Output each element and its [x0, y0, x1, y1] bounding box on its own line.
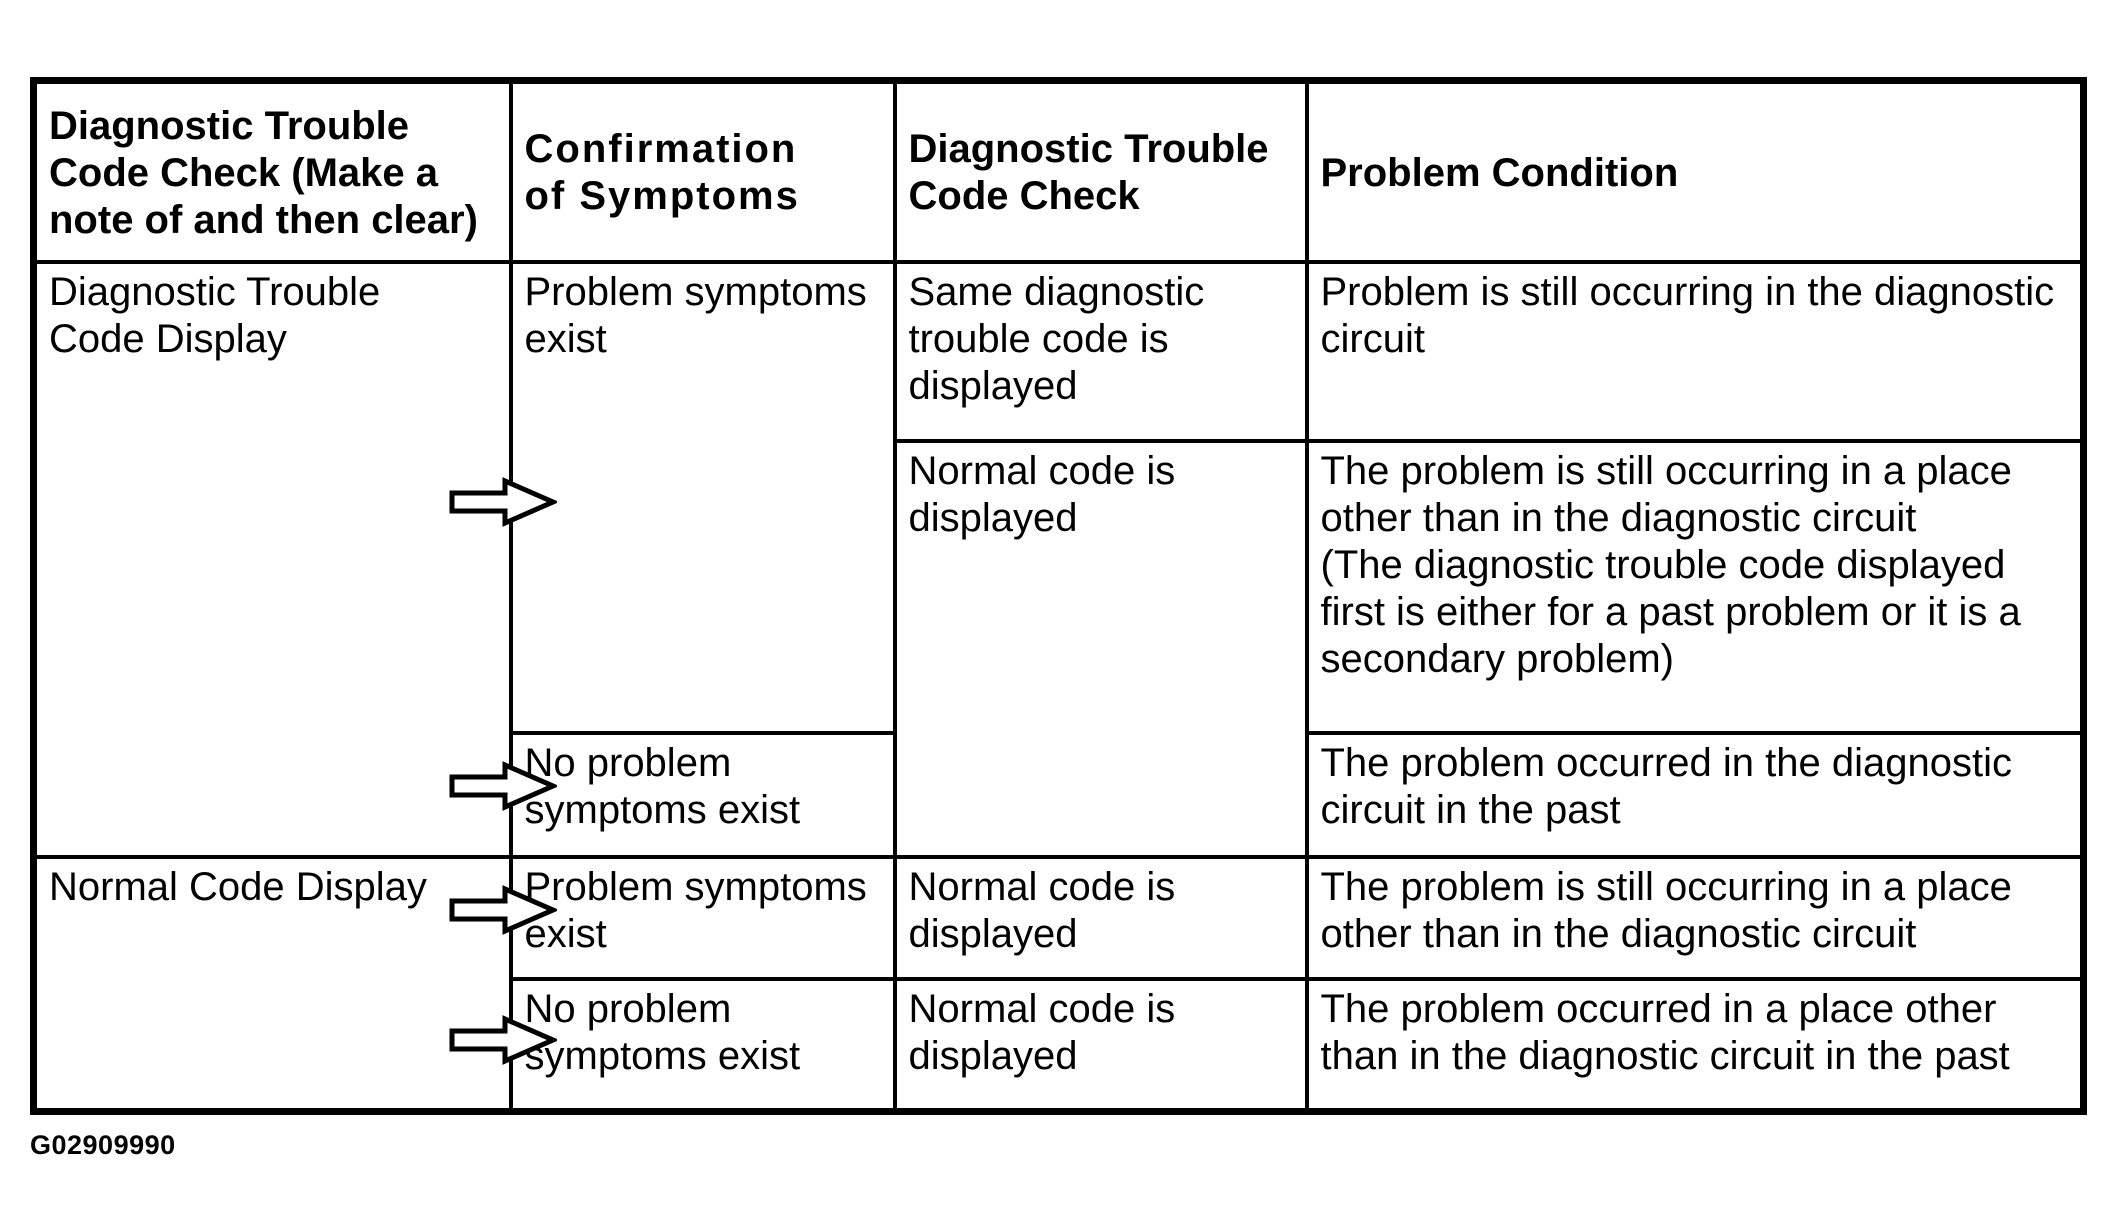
cell-normal-code-displayed: Normal code is displayed: [892, 438, 1309, 859]
header-cell-problem-condition: Problem Condition: [1304, 78, 2086, 264]
header-cell-confirmation-of-symptoms: Confirmation of Symptoms: [508, 78, 897, 264]
cell-no-problem-symptoms: No problem symptoms exist: [508, 730, 897, 859]
cell-normal-code-displayed: Normal code is displayed: [892, 976, 1309, 1114]
cell-problem-symptoms-exist: Problem symptoms exist: [508, 854, 897, 981]
cell-problem-still-occurring: Problem is still occurring in the diagno…: [1304, 259, 2086, 443]
diagnostic-code-table: Diagnostic Trouble Code Check (Make a no…: [30, 77, 2087, 1115]
cell-same-code-displayed: Same diagnostic trouble code is displaye…: [892, 259, 1309, 443]
cell-normal-code-displayed: Normal code is displayed: [892, 854, 1309, 981]
cell-no-problem-symptoms: No problem symptoms exist: [508, 976, 897, 1114]
table-row: Diagnostic Trouble Code Display Problem …: [31, 259, 2086, 859]
table-row: No problem symptoms exist Normal code is…: [34, 976, 2086, 1114]
cell-normal-code-display-group: Normal Code Display: [31, 854, 513, 1114]
cell-problem-other-place: The problem is still occurring in a plac…: [1304, 438, 2086, 735]
flow-arrow-icon: [449, 761, 557, 811]
table-row: Normal Code Display Problem symptoms exi…: [31, 854, 2086, 1114]
flow-arrow-icon: [449, 477, 557, 527]
flow-arrow-icon: [449, 1015, 557, 1065]
figure-id: G02909990: [30, 1130, 176, 1160]
cell-problem-occurred-past: The problem occurred in the diagnostic c…: [1304, 730, 2086, 859]
table-header-row: Diagnostic Trouble Code Check (Make a no…: [31, 78, 2086, 264]
header-cell-dtc-check: Diagnostic Trouble Code Check: [892, 78, 1309, 264]
header-cell-code-check-note: Diagnostic Trouble Code Check (Make a no…: [31, 78, 513, 264]
cell-problem-symptoms-exist: Problem symptoms exist: [508, 259, 897, 735]
cell-problem-still-other-place: The problem is still occurring in a plac…: [1304, 854, 2086, 981]
table-row: No problem symptoms exist The problem oc…: [34, 730, 2086, 859]
cell-problem-occurred-other-place-past: The problem occurred in a place other th…: [1304, 976, 2086, 1114]
flow-arrow-icon: [449, 885, 557, 935]
table-row: Normal code is displayed The problem is …: [34, 438, 2086, 859]
cell-dtc-display: Diagnostic Trouble Code Display: [31, 259, 513, 859]
